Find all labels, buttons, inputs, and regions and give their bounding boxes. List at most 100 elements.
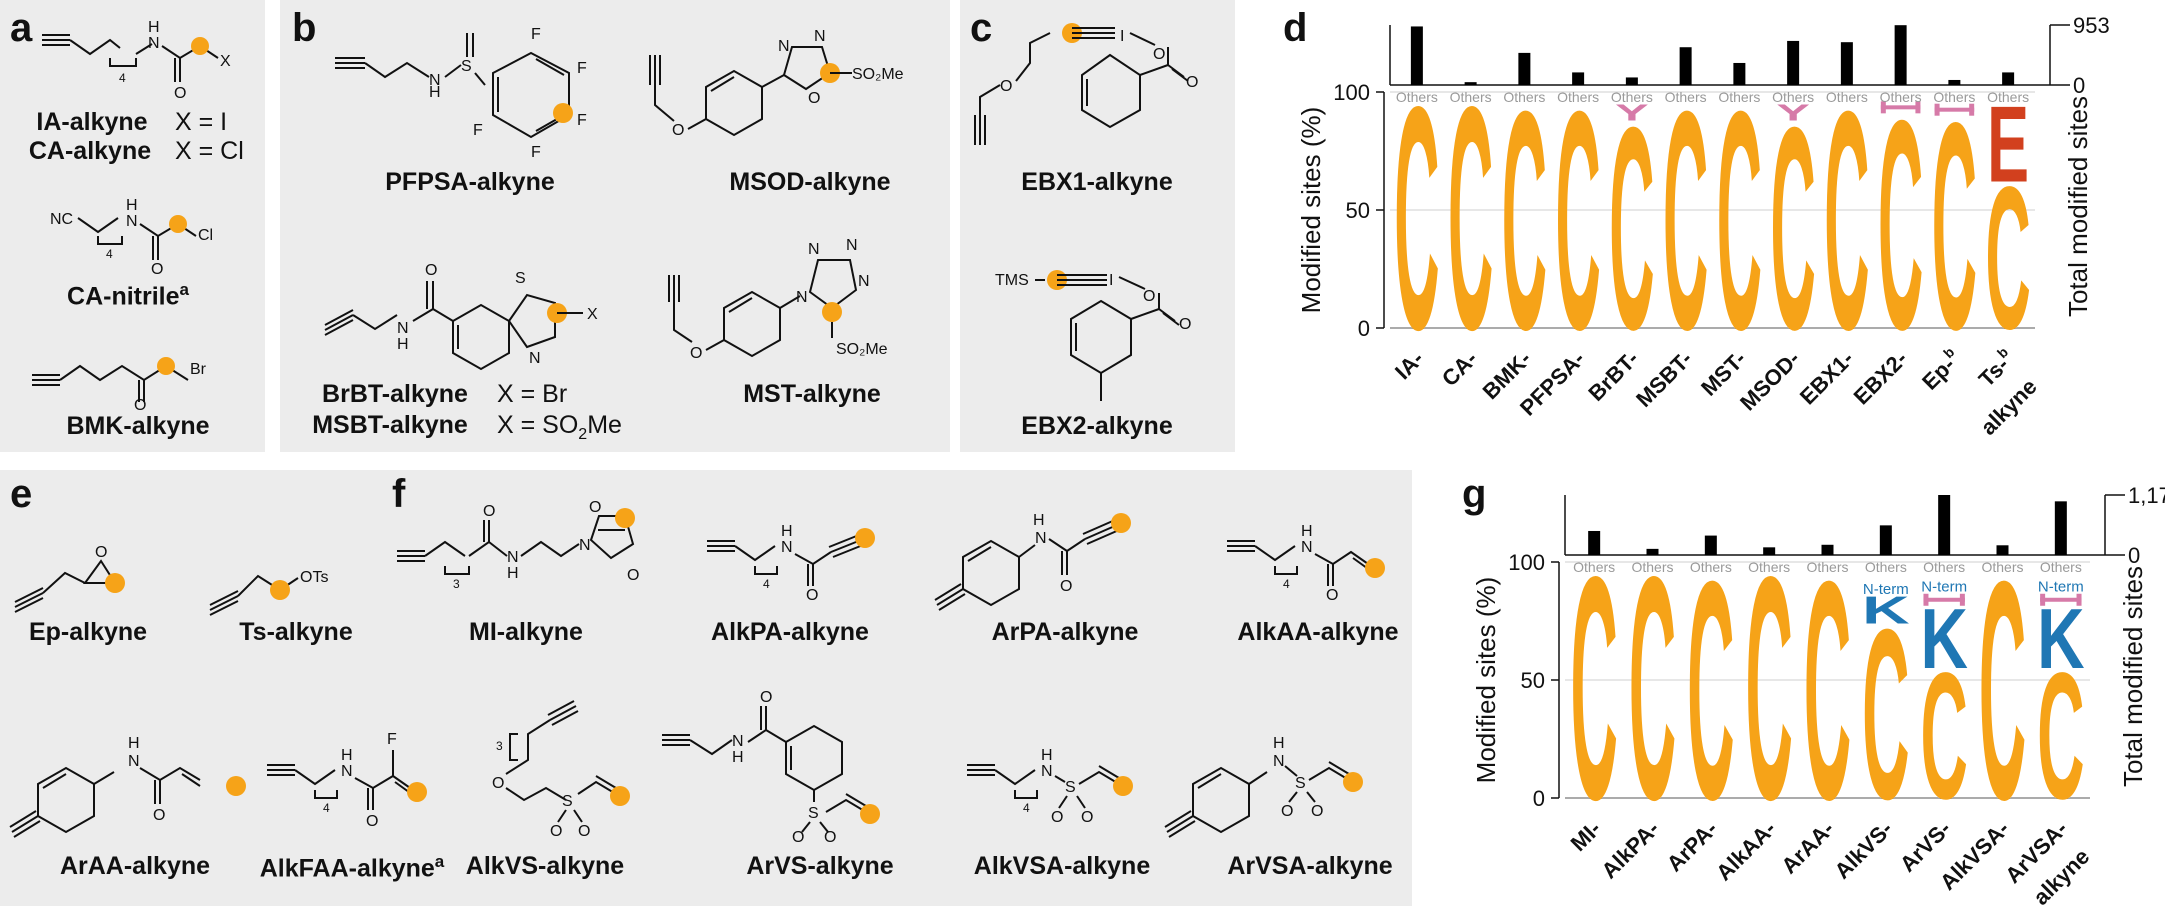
alkpa-alkyne-structure: 4 HN O [707, 523, 875, 604]
svg-text:N: N [778, 38, 790, 55]
residue-letter-H [1880, 101, 1921, 114]
residue-letter-nterm: N-term [1921, 579, 1967, 596]
panel-a-background [0, 0, 265, 452]
bar-tick-label-zero: 0 [2128, 543, 2140, 568]
residue-letter-C: C [1448, 41, 1493, 396]
residue-letter-C: C [1629, 510, 1676, 866]
residue-letter-C: C [1920, 635, 1967, 837]
residue-letter-C: C [1687, 516, 1734, 865]
svg-text:SO₂Me: SO₂Me [852, 66, 904, 83]
svg-text:N: N [148, 35, 160, 52]
svg-text:SO₂Me: SO₂Me [836, 341, 888, 358]
residue-letter-C: C [1824, 47, 1869, 395]
total-sites-bar [1996, 545, 2009, 555]
svg-text:O: O [153, 807, 165, 824]
brbt-alkyne-name: BrBT-alkyne [322, 380, 468, 408]
pfpsa-alkyne-name: PFPSA-alkyne [385, 168, 555, 196]
others-label: Others [1826, 89, 1868, 105]
svg-text:H: H [781, 523, 793, 540]
ebx1-alkyne-structure: O I O O [974, 23, 1198, 145]
panel-label-d: d [1283, 6, 1308, 50]
total-sites-bar [1410, 26, 1423, 85]
svg-text:H: H [1273, 735, 1285, 752]
residue-letter-C: C [1878, 58, 1923, 392]
alkvs-alkyne-name: AlkVS-alkyne [465, 852, 625, 880]
svg-text:O: O [483, 503, 495, 520]
ca-alkyne-name: CA-alkyne [28, 137, 152, 165]
total-sites-bar [1572, 72, 1585, 85]
y2-axis-label: Total modified sites [2118, 566, 2148, 787]
svg-text:TMS: TMS [995, 272, 1029, 289]
others-label: Others [1718, 89, 1760, 105]
svg-text:F: F [577, 60, 587, 77]
mi-alkyne-structure: 3 O NH N O O [397, 499, 639, 591]
svg-text:H: H [397, 336, 409, 353]
total-sites-bar [1704, 535, 1717, 555]
svg-text:NC: NC [50, 211, 73, 228]
svg-text:H: H [148, 19, 160, 36]
svg-text:O: O [589, 499, 601, 516]
residue-letter-Y: Y [1776, 100, 1810, 125]
svg-text:N: N [429, 72, 441, 89]
ca-nitrile-name: CA-nitrilea [67, 280, 189, 311]
svg-text:S: S [1295, 775, 1306, 792]
panel-label-g: g [1462, 472, 1487, 516]
pfpsa-alkyne-structure: HN S F F F F F [335, 26, 587, 161]
svg-text:3: 3 [453, 577, 460, 591]
panel-label-f: f [392, 472, 406, 516]
svg-text:O: O [95, 544, 107, 561]
svg-text:Br: Br [190, 361, 207, 378]
y-tick-label: 100 [1333, 80, 1370, 105]
total-sites-bar [2002, 72, 2015, 85]
others-label: Others [1450, 89, 1492, 105]
svg-text:N: N [781, 539, 793, 556]
panel-c-background [960, 0, 1235, 452]
svg-text:O: O [806, 587, 818, 604]
residue-letter-K: K [1920, 592, 1967, 687]
svg-text:N: N [397, 320, 409, 337]
svg-text:F: F [531, 26, 541, 43]
panel-label-b: b [292, 6, 317, 50]
bar-tick-label-max: 1,174 [2128, 483, 2165, 508]
others-label: Others [1933, 89, 1975, 105]
residue-letter-C: C [1663, 47, 1708, 395]
y-tick-label: 100 [1508, 550, 1545, 575]
svg-text:H: H [732, 749, 744, 766]
svg-text:O: O [627, 567, 639, 584]
svg-text:4: 4 [323, 801, 330, 815]
total-sites-bar [1840, 42, 1853, 85]
svg-text:OTs: OTs [300, 569, 328, 586]
svg-text:X: X [220, 53, 231, 70]
svg-text:O: O [1051, 809, 1063, 826]
svg-text:X: X [587, 306, 598, 323]
svg-text:N: N [529, 350, 541, 367]
residue-letter-C: C [1394, 41, 1439, 396]
total-sites-bar [1948, 79, 1961, 85]
msbt-alkyne-x: X = SO2Me [497, 411, 622, 443]
svg-text:S: S [808, 805, 819, 822]
y-tick-label: 50 [1521, 668, 1545, 693]
svg-text:N: N [128, 753, 140, 770]
alkaa-alkyne-structure: 4 HN O [1227, 523, 1385, 604]
arvs-alkyne-name: ArVS-alkyne [746, 852, 894, 880]
residue-letter-C: C [1862, 578, 1909, 850]
svg-text:S: S [1065, 779, 1076, 796]
total-sites-bar [1787, 40, 1800, 85]
svg-text:H: H [341, 747, 353, 764]
residue-letter-C: C [1985, 144, 2030, 371]
msod-alkyne-structure: O NN O SO₂Me [649, 28, 904, 139]
alkfaa-alkyne-structure: 4 HN F O [267, 731, 427, 830]
svg-text:4: 4 [106, 247, 113, 261]
others-label: Others [1690, 559, 1732, 575]
mst-alkyne-name: MST-alkyne [743, 380, 881, 408]
residue-letter-C: C [1555, 47, 1600, 395]
svg-text:S: S [515, 270, 526, 287]
others-label: Others [1865, 559, 1907, 575]
ts-alkyne-structure: OTs [209, 569, 328, 616]
panel-f-background [382, 470, 1412, 906]
total-sites-bar [1518, 52, 1531, 85]
residue-letter-C: C [2037, 635, 2084, 837]
ebx2-alkyne-name: EBX2-alkyne [1021, 412, 1173, 440]
